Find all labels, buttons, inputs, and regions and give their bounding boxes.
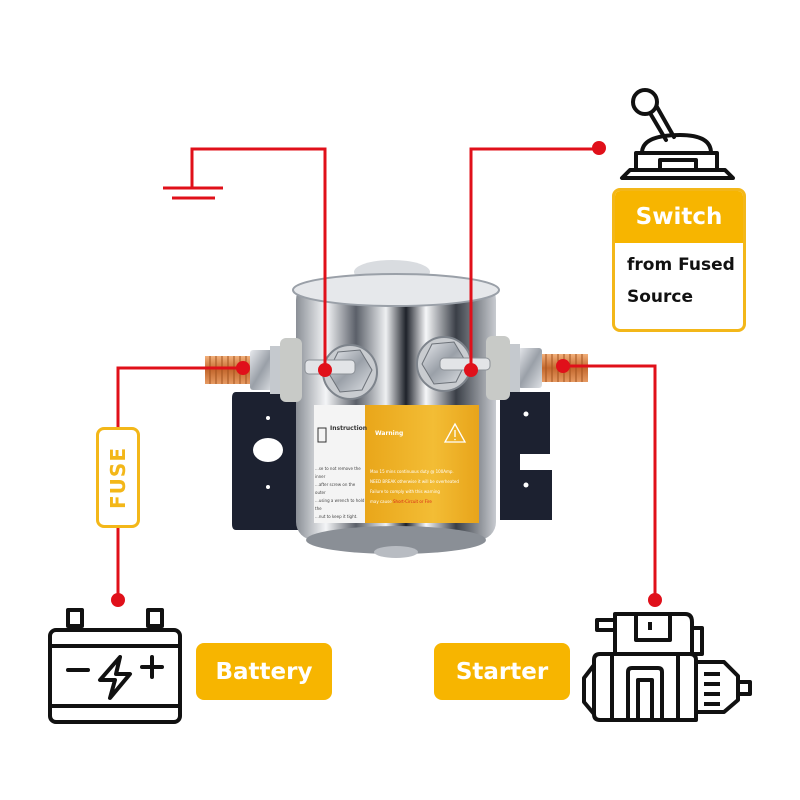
switch-title: Switch (615, 191, 743, 243)
instruction-line: ...using a wrench to hold the (315, 498, 365, 511)
battery-label: Battery (196, 643, 332, 700)
fuse-text: FUSE (106, 446, 130, 509)
starter-terminal-stud (486, 336, 588, 400)
instruction-line: ...nut to keep it tight. (315, 514, 358, 519)
switch-terminal-dot (464, 363, 478, 377)
ground-symbol-icon (163, 186, 223, 200)
starter-stud-dot (556, 359, 570, 373)
switch-description-line2: Source (627, 287, 694, 307)
starter-dot (648, 593, 662, 607)
switch-dot (592, 141, 606, 155)
wire-dots (111, 141, 662, 607)
switch-description: from Fused Source (615, 243, 743, 313)
battery-wire (116, 366, 243, 428)
battery-stud-dot (236, 361, 250, 375)
battery-icon (48, 608, 182, 724)
instruction-title: Instruction (330, 425, 368, 432)
toggle-switch-icon (620, 88, 735, 180)
wires (116, 147, 657, 600)
starter-motor-icon (582, 612, 752, 722)
warning-title: Warning (375, 430, 404, 437)
switch-callout: Switch from Fused Source (612, 188, 746, 332)
switch-wire (469, 147, 598, 370)
warning-highlight: Short-Circuit or Fire (393, 499, 432, 504)
warning-line: NEED BREAK otherwise it will be overheat… (370, 479, 459, 484)
instruction-icon (317, 427, 327, 443)
warning-line: Max 15 mins continuous duty @ 100Amp. (370, 469, 454, 474)
battery-terminal-stud (205, 338, 302, 402)
switch-description-line1: from Fused (627, 255, 735, 275)
warning-line: Failure to comply with this warning (370, 489, 440, 494)
instruction-line: ...after screw on the outer (315, 482, 356, 495)
switch-terminal-post (416, 336, 491, 392)
warning-line: may cause (370, 499, 392, 504)
fuse-label: FUSE (96, 427, 140, 528)
warning-triangle-icon (443, 422, 467, 443)
starter-label: Starter (434, 643, 570, 700)
instruction-line: ...se to not remove the inner (315, 466, 361, 479)
product-label (314, 405, 479, 523)
mounting-bracket (232, 392, 552, 530)
ground-wire (190, 147, 327, 370)
warning-text: Max 15 mins continuous duty @ 100Amp. NE… (370, 467, 476, 507)
battery-dot (111, 593, 125, 607)
ground-terminal-dot (318, 363, 332, 377)
instruction-text: ...se to not remove the inner ...after s… (315, 465, 367, 521)
starter-wire (563, 364, 657, 600)
